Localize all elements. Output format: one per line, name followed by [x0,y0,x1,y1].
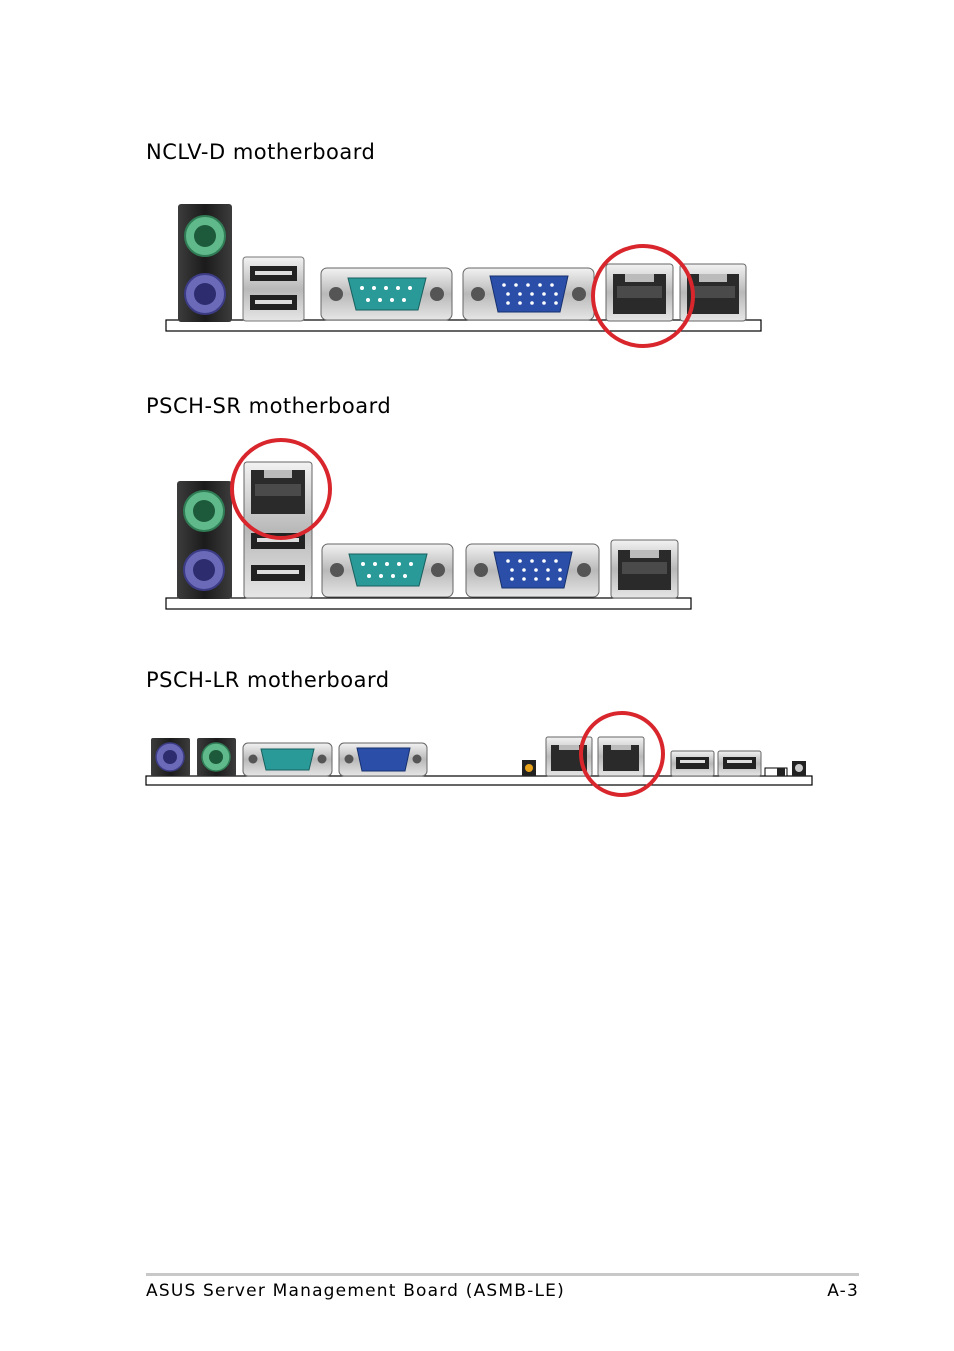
section-title-psch-sr: PSCH-SR motherboard [146,394,392,418]
psch-sr-io-panel [0,436,954,616]
serial-port [242,742,333,777]
usb-port-1 [670,750,715,777]
lan-port-2 [679,263,747,322]
io-shield-bar [145,775,813,786]
footer-page-number: A-3 [827,1281,859,1301]
usb-ports-stack [242,256,305,322]
highlight-circle [591,244,695,348]
highlight-circle [579,711,665,797]
io-shield-bar [165,597,692,610]
lan-port-2 [597,736,645,777]
vga-port [465,543,600,598]
section-title-nclv-d: NCLV-D motherboard [146,140,376,164]
lan-usb-stack [243,461,313,599]
vga-port [338,742,428,777]
switch-button [764,767,788,777]
nclv-d-io-panel [0,200,954,350]
ps2-ports-stack [178,204,232,322]
ps2-mouse-port [197,738,236,776]
lan-port [610,539,679,599]
footer-rule [146,1273,859,1276]
serial-port [320,267,453,321]
led-indicator [522,760,536,776]
power-jack [792,761,806,776]
footer-document-title: ASUS Server Management Board (ASMB-LE) [146,1281,565,1301]
psch-lr-io-panel [0,708,954,803]
section-title-psch-lr: PSCH-LR motherboard [146,668,390,692]
usb-port-2 [717,750,762,777]
highlight-circle [230,438,332,540]
ps2-ports-stack [177,481,232,599]
ps2-keyboard-port [151,738,190,776]
vga-port [462,267,595,321]
io-shield-bar [165,319,762,332]
serial-port [321,543,454,598]
lan-port-1 [605,263,674,322]
